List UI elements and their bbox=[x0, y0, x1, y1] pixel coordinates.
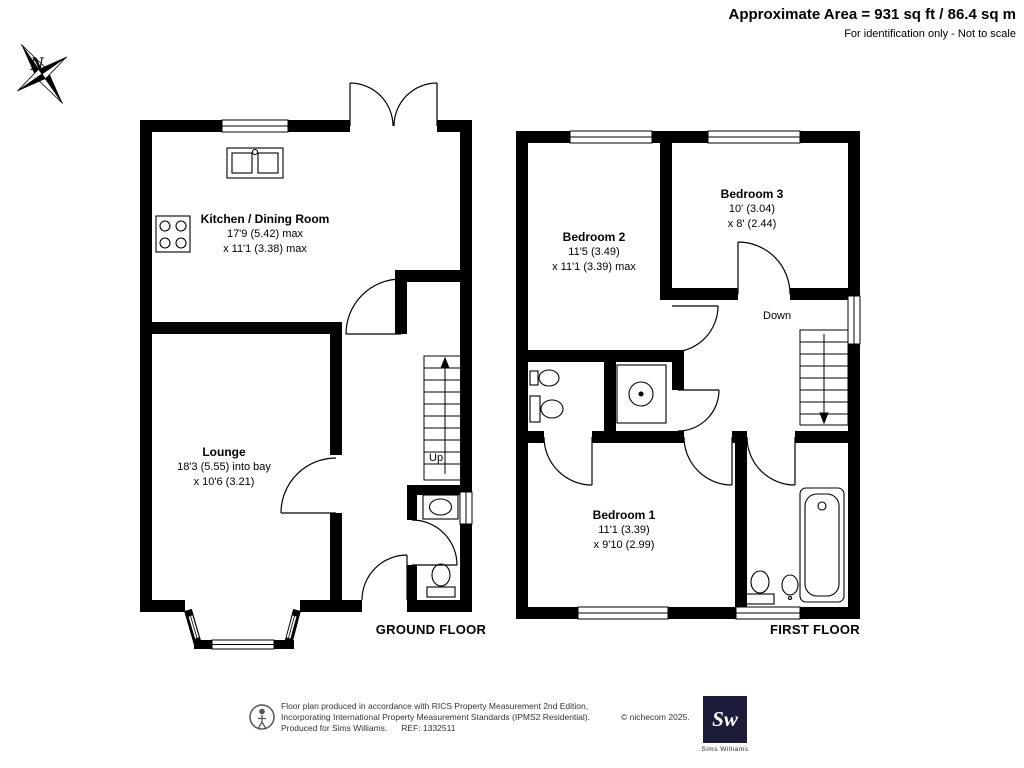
room-name: Lounge bbox=[202, 445, 246, 459]
ground-windows bbox=[221, 119, 473, 525]
rics-measurement-icon bbox=[249, 704, 275, 730]
shower-icon bbox=[616, 364, 667, 424]
room-dim: x 8' (2.44) bbox=[727, 218, 777, 230]
scale-note: For identification only - Not to scale bbox=[844, 28, 1016, 40]
compass-rose-icon: N bbox=[17, 44, 67, 104]
room-dim: x 10'6 (3.21) bbox=[193, 476, 255, 488]
room-label-bedroom3: Bedroom 3 10' (3.04) x 8' (2.44) bbox=[721, 187, 784, 232]
room-dim: 18'3 (5.55) into bay bbox=[177, 461, 271, 473]
first-floor-plan bbox=[516, 130, 861, 620]
compass-north-label: N bbox=[29, 54, 45, 75]
bath-icon bbox=[799, 487, 845, 603]
stairs-down-label: Down bbox=[763, 310, 792, 322]
room-name: Bedroom 2 bbox=[562, 230, 626, 244]
first-doors bbox=[543, 241, 796, 486]
room-dim: 10' (3.04) bbox=[728, 203, 776, 215]
produced-for: Produced for Sims Williams. bbox=[281, 723, 388, 733]
stairs-up-label: Up bbox=[429, 452, 444, 464]
wc-toilet-icon bbox=[426, 563, 456, 598]
room-label-bedroom2: Bedroom 2 11'5 (3.49) x 11'1 (3.39) max bbox=[552, 230, 636, 275]
room-dim: 11'5 (3.49) bbox=[568, 246, 620, 258]
ground-doors bbox=[280, 82, 458, 601]
disclaimer-line1: Floor plan produced in accordance with R… bbox=[281, 701, 589, 711]
hob-icon bbox=[155, 215, 191, 253]
first-floor-title: FIRST FLOOR bbox=[770, 622, 860, 637]
room-dim: 17'9 (5.42) max bbox=[226, 228, 304, 240]
bathroom-toilet-icon bbox=[745, 570, 775, 605]
ground-floor-plan bbox=[140, 82, 473, 650]
room-dim: x 11'1 (3.38) max bbox=[223, 243, 307, 255]
brand-caption: Sims Williams bbox=[701, 746, 749, 753]
first-walls bbox=[516, 131, 860, 619]
room-name: Bedroom 3 bbox=[720, 187, 784, 201]
brand-monogram: Sw bbox=[712, 707, 738, 731]
ground-walls bbox=[140, 120, 472, 612]
copyright-text: © nichecom 2025. bbox=[621, 712, 690, 722]
room-dim: x 9'10 (2.99) bbox=[593, 539, 655, 551]
room-dim: 11'1 (3.39) bbox=[598, 524, 650, 536]
ensuite-toilet-icon bbox=[529, 395, 564, 423]
reference-number: REF: 1332511 bbox=[401, 723, 456, 733]
wc-basin-icon bbox=[422, 494, 459, 520]
first-stairs bbox=[799, 329, 849, 426]
disclaimer-line2: Incorporating International Property Mea… bbox=[281, 712, 590, 722]
room-label-bedroom1: Bedroom 1 11'1 (3.39) x 9'10 (2.99) bbox=[593, 508, 656, 553]
room-name: Kitchen / Dining Room bbox=[200, 212, 330, 226]
bay-window bbox=[184, 608, 301, 650]
ensuite-basin-icon bbox=[529, 369, 560, 387]
disclaimer-line3: Produced for Sims Williams. REF: 1332511 bbox=[281, 723, 590, 734]
room-label-lounge: Lounge 18'3 (5.55) into bay x 10'6 (3.21… bbox=[177, 445, 271, 490]
first-windows bbox=[569, 130, 861, 620]
kitchen-sink-icon bbox=[226, 147, 284, 179]
ground-floor-title: GROUND FLOOR bbox=[375, 622, 487, 637]
disclaimer-text: Floor plan produced in accordance with R… bbox=[281, 701, 590, 734]
area-text: Approximate Area = 931 sq ft / 86.4 sq m bbox=[728, 6, 1016, 23]
ground-stairs bbox=[423, 355, 467, 481]
bathroom-basin-icon bbox=[781, 574, 799, 601]
brand-logo: Sw bbox=[703, 696, 747, 743]
room-dim: x 11'1 (3.39) max bbox=[552, 261, 636, 273]
room-name: Bedroom 1 bbox=[592, 508, 656, 522]
room-label-kitchen-dining: Kitchen / Dining Room 17'9 (5.42) max x … bbox=[201, 212, 330, 257]
